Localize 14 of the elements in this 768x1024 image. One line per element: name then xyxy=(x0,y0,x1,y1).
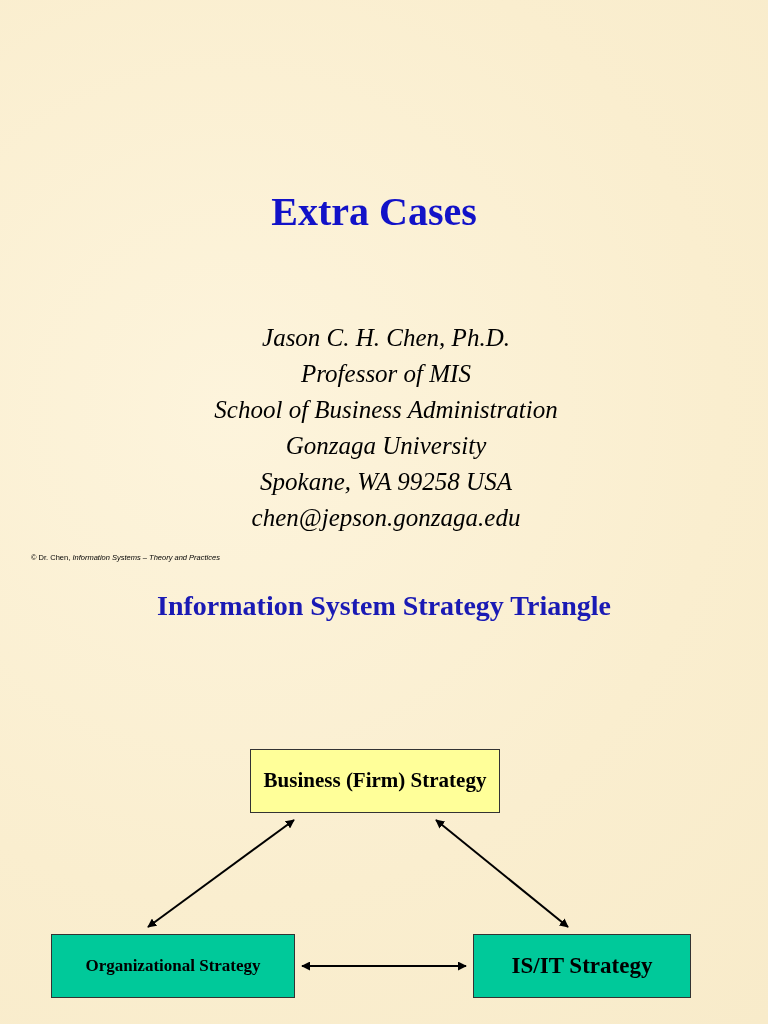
slide-title: Extra Cases xyxy=(270,188,478,235)
strategy-box: IS/IT Strategy xyxy=(473,934,691,998)
author-info-line: chen@jepson.gonzaga.edu xyxy=(251,503,521,533)
author-info-line: Gonzaga University xyxy=(285,431,487,461)
double-arrow xyxy=(147,819,295,928)
author-info-line: Jason C. H. Chen, Ph.D. xyxy=(262,323,510,353)
author-info-line: Spokane, WA 99258 USA xyxy=(260,467,512,497)
double-arrow xyxy=(301,961,467,971)
author-info-line: Professor of MIS xyxy=(301,359,471,389)
strategy-box: Organizational Strategy xyxy=(51,934,295,998)
double-arrow xyxy=(435,819,569,928)
diagram-heading: Information System Strategy Triangle xyxy=(156,590,612,622)
strategy-box: Business (Firm) Strategy xyxy=(250,749,500,813)
author-info-line: School of Business Administration xyxy=(214,395,558,425)
